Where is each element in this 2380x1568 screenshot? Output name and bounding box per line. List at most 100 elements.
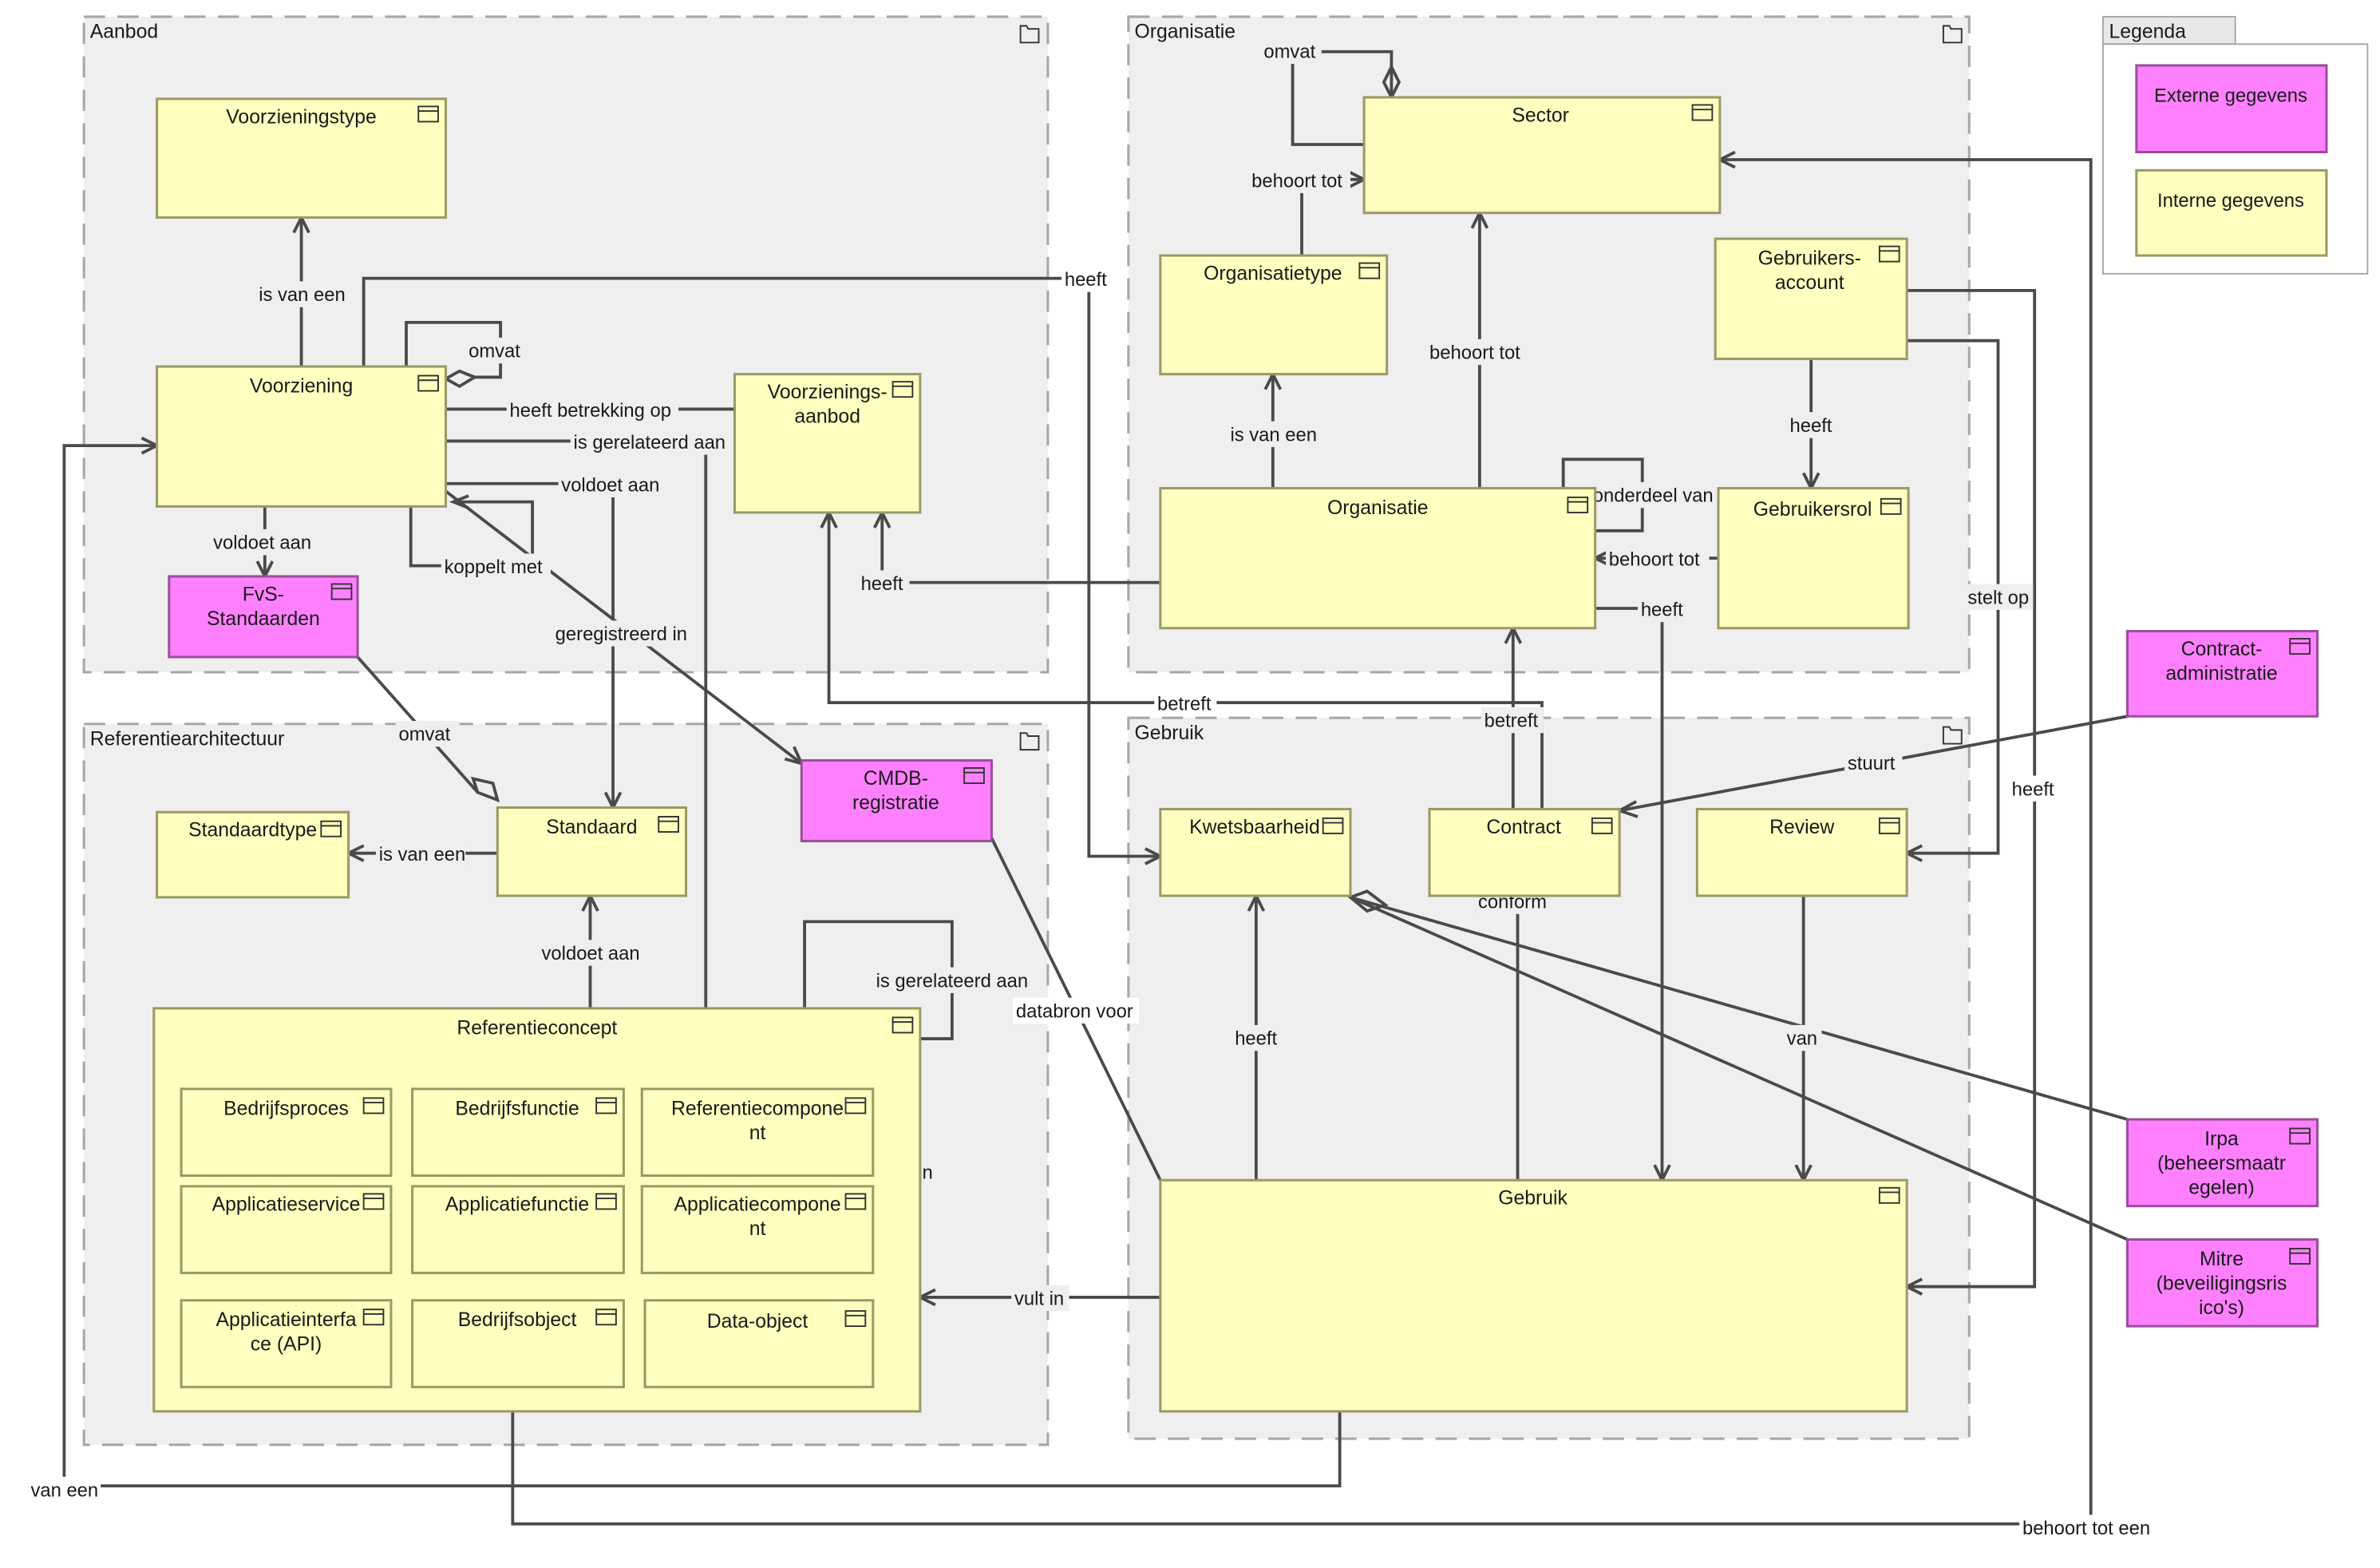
- entity-label: Review: [1769, 817, 1834, 838]
- entity-review[interactable]: Review: [1695, 807, 1908, 897]
- entity-label: aanbod: [794, 406, 860, 428]
- entity-referentiecomponent[interactable]: Referentiecompone nt: [640, 1087, 875, 1178]
- entity-label: CMDB-: [864, 768, 928, 790]
- entity-label: Standaardtype: [188, 820, 317, 841]
- class-icon: [1878, 245, 1900, 263]
- entity-voorzieningsaanbod[interactable]: Voorzienings- aanbod: [733, 373, 922, 514]
- label-heeft-aanbod: heeft: [861, 573, 903, 595]
- entity-label: FvS-: [243, 584, 284, 605]
- class-icon: [1880, 497, 1902, 515]
- class-icon: [1358, 262, 1381, 279]
- entity-applicatiecomponent[interactable]: Applicatiecompone nt: [640, 1185, 875, 1274]
- label-heeft-kwetsbaarheid: heeft: [1065, 269, 1107, 291]
- entity-cmdb-registratie[interactable]: CMDB- registratie: [800, 758, 993, 842]
- entity-organisatie[interactable]: Organisatie: [1159, 486, 1597, 630]
- legend-external-swatch: [2135, 64, 2328, 154]
- entity-label: Gebruikers-: [1758, 247, 1861, 269]
- legend-title: Legenda: [2109, 22, 2187, 43]
- entity-label: account: [1775, 272, 1844, 294]
- entity-applicatieservice[interactable]: Applicatieservice: [180, 1185, 393, 1274]
- class-icon: [844, 1193, 867, 1210]
- label-voldoet-aan-fvs: voldoet aan: [213, 533, 311, 554]
- entity-label: Gebruikersrol: [1753, 499, 1872, 521]
- entity-label: Referentiecompone: [671, 1098, 844, 1119]
- entity-standaard[interactable]: Standaard: [496, 806, 688, 897]
- entity-organisatietype[interactable]: Organisatietype: [1159, 254, 1389, 376]
- class-icon: [330, 583, 353, 600]
- entity-gebruikersrol[interactable]: Gebruikersrol: [1717, 486, 1910, 630]
- legend-external-label: Externe gegevens: [2154, 85, 2307, 107]
- class-icon: [844, 1097, 867, 1115]
- entity-applicatiefunctie[interactable]: Applicatiefunctie: [411, 1185, 625, 1274]
- package-icon: [1942, 25, 1963, 44]
- entity-irpa[interactable]: Irpa (beheersmaatr egelen): [2125, 1118, 2319, 1208]
- class-icon: [320, 820, 342, 837]
- class-icon: [595, 1309, 617, 1326]
- class-icon: [362, 1309, 385, 1326]
- label-databron-voor: databron voor: [1016, 1000, 1133, 1022]
- group-referentiearchitectuur-title: Referentiearchitectuur: [90, 728, 285, 750]
- label-omvat-sector: omvat: [1263, 41, 1315, 62]
- legend-internal-label: Interne gegevens: [2157, 190, 2304, 212]
- entity-applicatieinterface[interactable]: Applicatieinterfa ce (API): [180, 1299, 393, 1388]
- entity-label: (beheersmaatr: [2157, 1153, 2286, 1174]
- class-icon: [362, 1097, 385, 1115]
- entity-data-object[interactable]: Data-object: [643, 1299, 875, 1388]
- entity-voorzieningstype[interactable]: Voorzieningstype: [156, 97, 448, 219]
- class-icon: [892, 1016, 914, 1034]
- entity-voorziening[interactable]: Voorziening: [156, 365, 448, 508]
- entity-label: Standaard: [546, 817, 637, 838]
- entity-label: Gebruik: [1498, 1188, 1568, 1210]
- entity-mitre[interactable]: Mitre (beveiligingsris ico's): [2125, 1238, 2319, 1328]
- label-heeft-gebruikersrol: heeft: [1790, 415, 1832, 437]
- class-icon: [1567, 496, 1589, 513]
- entity-sector[interactable]: Sector: [1362, 96, 1722, 215]
- entity-label: registratie: [852, 792, 939, 814]
- entity-label: (beveiligingsris: [2157, 1273, 2287, 1294]
- entity-label: Voorziening: [250, 375, 353, 397]
- entity-fvs-standaarden[interactable]: FvS- Standaarden: [168, 575, 359, 659]
- label-behoort-tot-een: behoort tot een: [2022, 1518, 2150, 1539]
- legend-internal-swatch: [2135, 168, 2328, 257]
- entity-label: Kwetsbaarheid: [1189, 817, 1320, 838]
- entity-bedrijfsproces[interactable]: Bedrijfsproces: [180, 1087, 393, 1178]
- label-behoort-tot-sector: behoort tot: [1429, 343, 1520, 364]
- entity-label: Bedrijfsobject: [458, 1309, 577, 1331]
- entity-label: Contract: [1486, 817, 1561, 838]
- label-omvat-fvs: omvat: [398, 724, 450, 746]
- label-omvat-voorziening: omvat: [468, 341, 520, 362]
- entity-label: Applicatieservice: [212, 1194, 361, 1215]
- label-is-van-een-voorziening: is van een: [259, 284, 345, 306]
- label-is-gerelateerd-aan-referentieconcept: is gerelateerd aan: [876, 970, 1029, 992]
- entity-contract-administratie[interactable]: Contract- administratie: [2125, 630, 2319, 718]
- class-icon: [1878, 817, 1900, 834]
- entity-gebruik[interactable]: Gebruik: [1159, 1178, 1908, 1413]
- class-icon: [595, 1097, 617, 1115]
- class-icon: [963, 767, 985, 784]
- entity-label: Contract-: [2181, 639, 2263, 660]
- entity-bedrijfsobject[interactable]: Bedrijfsobject: [411, 1299, 625, 1388]
- entity-contract[interactable]: Contract: [1428, 807, 1621, 897]
- label-koppelt-met: koppelt met: [445, 556, 543, 578]
- entity-bedrijfsfunctie[interactable]: Bedrijfsfunctie: [411, 1087, 625, 1178]
- label-vult-in: vult in: [1014, 1288, 1064, 1309]
- class-icon: [844, 1310, 867, 1328]
- entity-label: Bedrijfsfunctie: [455, 1098, 579, 1119]
- entity-gebruikersaccount[interactable]: Gebruikers- account: [1714, 237, 1908, 361]
- entity-label: ico's): [2199, 1297, 2244, 1319]
- entity-label: Referentieconcept: [457, 1017, 617, 1039]
- package-icon: [1942, 726, 1963, 745]
- entity-label: Applicatiefunctie: [445, 1194, 589, 1215]
- entity-label: administratie: [2165, 663, 2277, 685]
- class-icon: [658, 816, 679, 833]
- group-aanbod-title: Aanbod: [90, 22, 158, 43]
- entity-standaardtype[interactable]: Standaardtype: [156, 810, 350, 899]
- entity-kwetsbaarheid[interactable]: Kwetsbaarheid: [1159, 807, 1352, 897]
- class-icon: [362, 1193, 385, 1210]
- entity-label: Applicatieinterfa: [215, 1309, 356, 1331]
- label-voldoet-aan-referentieconcept: voldoet aan: [542, 943, 640, 964]
- entity-label: nt: [749, 1218, 766, 1240]
- label-behoort-tot-gebruikersrol: behoort tot: [1609, 549, 1700, 571]
